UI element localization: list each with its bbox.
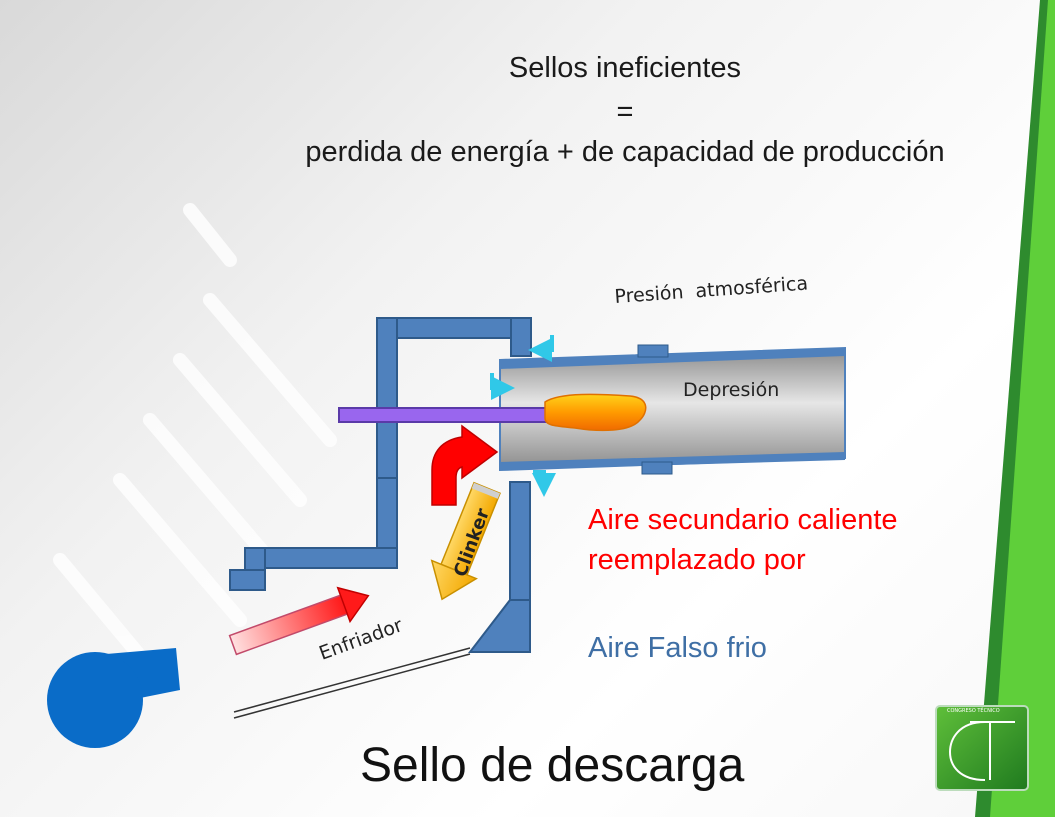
background-decoration — [53, 203, 337, 687]
callout-hot-air: Aire secundario caliente — [588, 504, 898, 536]
callout-replaced-by: reemplazado por — [588, 544, 806, 576]
slide-title: Sello de descarga — [360, 739, 745, 792]
flame — [544, 393, 647, 432]
header-line-3: perdida de energía + de capacidad de pro… — [305, 136, 945, 168]
false-air-leak-arrows — [490, 335, 556, 497]
header-line-1: Sellos ineficientes — [508, 52, 742, 84]
green-accent-band — [975, 0, 1055, 817]
congreso-tecnico-logo: CONGRESO TÉCNICO — [935, 705, 1029, 791]
depression-label: Depresión — [683, 379, 779, 401]
secondary-air-arrow — [431, 424, 499, 506]
atmospheric-pressure-label: Presión atmosférica — [614, 273, 809, 308]
cooling-fan-icon — [47, 648, 180, 748]
logo-text: CONGRESO TÉCNICO — [947, 706, 1000, 714]
rotary-kiln — [499, 344, 846, 475]
cooler-air-arrow — [228, 586, 370, 656]
callout-false-cold-air: Aire Falso frio — [588, 632, 767, 664]
header-equals: = — [616, 96, 634, 128]
burner-pipe — [338, 407, 550, 423]
kiln-hood — [229, 317, 532, 653]
cooler-grate — [233, 647, 471, 719]
clinker-arrow — [430, 481, 501, 601]
cooler-label: Enfriador — [316, 614, 405, 664]
